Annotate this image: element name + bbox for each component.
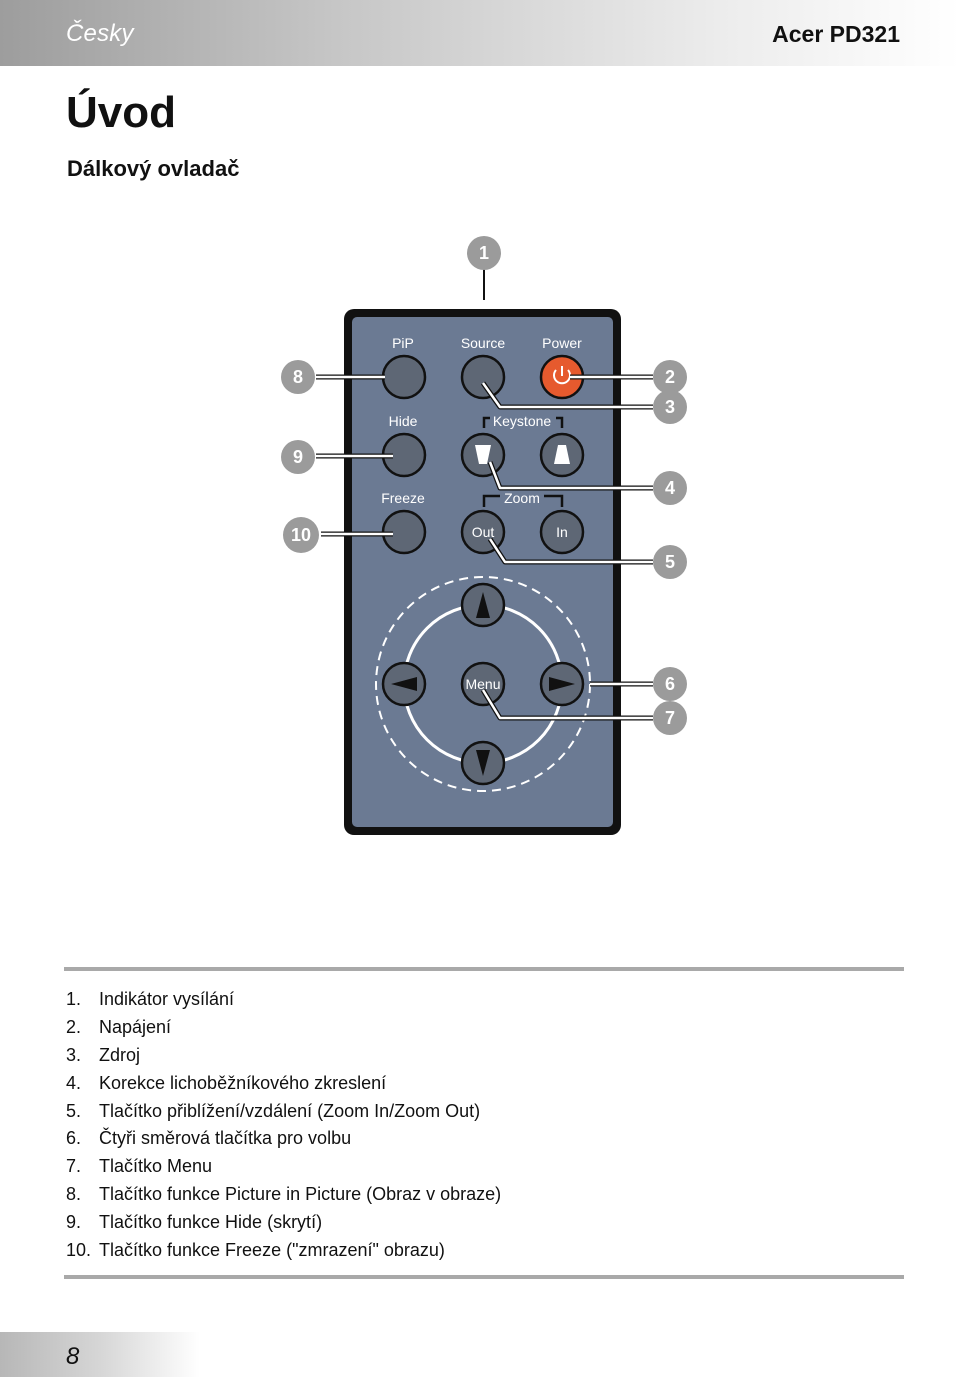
callout-2: 2 bbox=[653, 360, 687, 394]
zoom-out-label: Out bbox=[472, 524, 495, 540]
callout-6: 6 bbox=[653, 667, 687, 701]
svg-text:9: 9 bbox=[293, 447, 303, 467]
svg-text:7: 7 bbox=[665, 708, 675, 728]
page-number: 8 bbox=[66, 1343, 80, 1370]
callout-10: 10 bbox=[283, 517, 319, 553]
top-divider bbox=[64, 967, 904, 971]
remote-control-illustration: 1 PiP Source Power Hide Keystone Freeze … bbox=[281, 236, 687, 835]
page-title: Úvod bbox=[66, 88, 176, 137]
power-label: Power bbox=[542, 335, 582, 351]
language-label: Česky bbox=[66, 20, 134, 47]
callout-4: 4 bbox=[653, 471, 687, 505]
keystone-inverted-icon bbox=[475, 445, 491, 464]
callout-7: 7 bbox=[653, 701, 687, 735]
source-button[interactable] bbox=[460, 354, 506, 400]
power-icon bbox=[553, 366, 571, 385]
callout-5: 5 bbox=[653, 545, 687, 579]
zoom-label: Zoom bbox=[504, 490, 540, 506]
list-item: 3.Zdroj bbox=[66, 1044, 141, 1065]
svg-text:5: 5 bbox=[665, 552, 675, 572]
callout-1: 1 bbox=[467, 236, 501, 270]
legend-list: 1.Indikátor vysílání 2.Napájení 3.Zdroj … bbox=[66, 986, 501, 1265]
hide-label: Hide bbox=[389, 413, 418, 429]
callout-3: 3 bbox=[653, 390, 687, 424]
list-item: 7.Tlačítko Menu bbox=[66, 1156, 213, 1177]
arrow-right-icon bbox=[549, 677, 575, 691]
callout-8: 8 bbox=[281, 360, 315, 394]
list-item: 5.Tlačítko přiblížení/vzdálení (Zoom In/… bbox=[66, 1100, 481, 1121]
callout-9: 9 bbox=[281, 440, 315, 474]
svg-text:6: 6 bbox=[665, 674, 675, 694]
list-item: 2.Napájení bbox=[66, 1016, 172, 1037]
arrow-down-icon bbox=[476, 750, 490, 776]
keystone-label: Keystone bbox=[493, 413, 552, 429]
menu-button[interactable] bbox=[460, 661, 506, 707]
arrow-up-icon bbox=[476, 592, 490, 618]
page-header: Česky Acer PD321 bbox=[0, 0, 960, 66]
freeze-label: Freeze bbox=[381, 490, 425, 506]
list-item: 10.Tlačítko funkce Freeze ("zmrazení" ob… bbox=[66, 1240, 445, 1261]
svg-text:10: 10 bbox=[291, 525, 311, 545]
pip-label: PiP bbox=[392, 335, 414, 351]
svg-text:1: 1 bbox=[479, 243, 489, 263]
callout-leaders bbox=[316, 374, 653, 721]
list-item: 1.Indikátor vysílání bbox=[66, 989, 235, 1009]
page-footer: 8 bbox=[0, 1332, 200, 1377]
menu-label: Menu bbox=[465, 676, 500, 692]
list-item: 8.Tlačítko funkce Picture in Picture (Ob… bbox=[66, 1184, 502, 1205]
svg-text:3: 3 bbox=[665, 397, 675, 417]
keystone-trapezoid-icon bbox=[554, 445, 570, 464]
zoom-in-label: In bbox=[556, 524, 568, 540]
list-item: 4.Korekce lichoběžníkového zkreslení bbox=[66, 1072, 387, 1093]
svg-text:2: 2 bbox=[665, 367, 675, 387]
arrow-left-icon bbox=[391, 677, 417, 691]
bottom-divider bbox=[64, 1275, 904, 1279]
section-subtitle: Dálkový ovladač bbox=[67, 156, 240, 181]
list-item: 6.Čtyři směrová tlačítka pro volbu bbox=[66, 1128, 352, 1149]
svg-text:4: 4 bbox=[665, 478, 675, 498]
model-name: Acer PD321 bbox=[772, 21, 900, 47]
list-item: 9.Tlačítko funkce Hide (skrytí) bbox=[66, 1212, 323, 1233]
zoom-in-button[interactable] bbox=[539, 509, 585, 555]
source-label: Source bbox=[461, 335, 506, 351]
svg-text:8: 8 bbox=[293, 367, 303, 387]
pip-button[interactable] bbox=[381, 354, 427, 400]
